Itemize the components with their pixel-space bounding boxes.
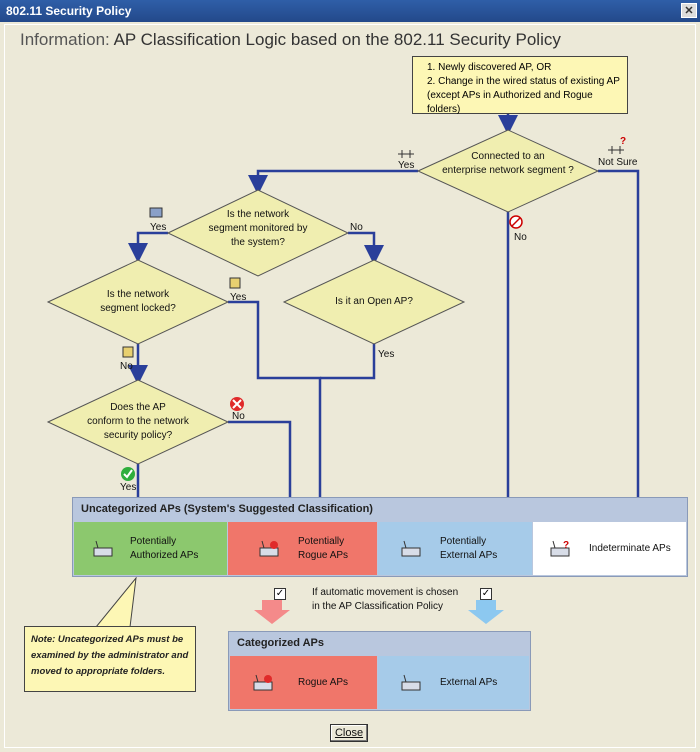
- unlock-icon: [122, 346, 134, 358]
- uncategorized-title: Uncategorized APs (System's Suggested Cl…: [81, 503, 373, 515]
- auto-move-rogue-checkbox: ✓: [274, 588, 286, 600]
- move-external-arrow: [468, 600, 504, 624]
- svg-text:?: ?: [620, 136, 626, 147]
- cell-indeterminate-line1: Indeterminate APs: [589, 543, 671, 554]
- decision-open-ap: Is it an Open AP?: [304, 295, 444, 309]
- note-line1: Note: Uncategorized APs must be: [31, 634, 184, 645]
- label-d5-yes: Yes: [120, 482, 137, 493]
- decision-d5-shape: [46, 379, 230, 465]
- cell-external: External APs: [378, 656, 529, 709]
- decision-monitored-line1: Is the network: [226, 209, 290, 220]
- auto-move-external-checkbox: ✓: [480, 588, 492, 600]
- cell-potentially-external: Potentially External APs: [378, 522, 532, 575]
- decision-monitored-line3: the system?: [231, 237, 285, 248]
- access-point-icon: [93, 540, 113, 557]
- start-line-3: (except APs in Authorized and Rogue fold…: [427, 90, 593, 115]
- decision-d4-shape: [282, 259, 466, 345]
- label-d1-yes: Yes: [398, 160, 415, 171]
- page-title: Information: AP Classification Logic bas…: [20, 30, 561, 50]
- decision-locked-line2: segment locked?: [100, 303, 176, 314]
- indeterminate-access-point-icon: ?: [550, 540, 570, 557]
- cell-potentially-authorized: Potentially Authorized APs: [74, 522, 227, 575]
- connector-d5-no: [228, 420, 300, 538]
- svg-text:?: ?: [563, 540, 569, 551]
- note-line2: examined by the administrator and: [31, 650, 189, 661]
- decision-conform-line1: Does the AP: [110, 402, 166, 413]
- automatic-line1: If automatic movement is chosen: [312, 587, 459, 598]
- decision-conform: Does the AP conform to the network secur…: [68, 401, 208, 443]
- connector-d2-no: [348, 231, 384, 265]
- monitor-icon: [149, 207, 163, 218]
- connector-d3-yes: [228, 300, 330, 538]
- note-line3: moved to appropriate folders.: [31, 666, 166, 677]
- connector-d1-notsure: [598, 169, 648, 538]
- external-access-point-icon: [401, 540, 421, 557]
- decision-connected-line1: Connected to an: [471, 151, 545, 162]
- decision-connected-line2: enterprise network segment ?: [442, 165, 574, 176]
- cell-indeterminate: ? Indeterminate APs: [533, 522, 686, 575]
- cell-rogue-line2: Rogue APs: [298, 550, 349, 561]
- decision-d3-shape: [46, 259, 230, 345]
- categorized-title: Categorized APs: [237, 637, 325, 649]
- connector-d2-yes: [128, 231, 168, 263]
- decision-connected: Connected to an enterprise network segme…: [428, 150, 588, 178]
- cell-external-aps: External APs: [440, 677, 498, 688]
- label-d5-no: No: [232, 411, 245, 422]
- cell-potentially-rogue: Potentially Rogue APs: [228, 522, 377, 575]
- start-line-1: 1. Newly discovered AP, OR: [427, 62, 552, 73]
- cell-external-line1: Potentially: [440, 536, 487, 547]
- close-button[interactable]: Close: [330, 724, 368, 742]
- decision-monitored: Is the network segment monitored by the …: [188, 208, 328, 250]
- label-d2-yes: Yes: [150, 222, 167, 233]
- decision-d1-shape: [416, 129, 600, 213]
- close-icon: ✕: [684, 5, 694, 17]
- label-d3-no: No: [120, 361, 133, 372]
- label-d2-no: No: [350, 222, 363, 233]
- move-rogue-arrow: [254, 600, 290, 624]
- decision-d2-shape: [166, 189, 350, 277]
- decision-locked-line1: Is the network: [106, 289, 170, 300]
- window-titlebar: 802.11 Security Policy ✕: [0, 0, 700, 22]
- cell-rogue-line1: Potentially: [298, 536, 345, 547]
- decision-monitored-line2: segment monitored by: [208, 223, 308, 234]
- page-title-text: AP Classification Logic based on the 802…: [113, 30, 561, 49]
- start-condition-box: 1. Newly discovered AP, OR 2. Change in …: [412, 56, 628, 115]
- connector-d1-yes: [248, 169, 418, 195]
- decision-conform-line3: security policy?: [103, 430, 173, 441]
- rogue-access-point-icon: [259, 540, 279, 557]
- cell-authorized-line2: Authorized APs: [130, 550, 199, 561]
- cell-authorized-line1: Potentially: [130, 536, 177, 547]
- label-d3-yes: Yes: [230, 292, 247, 303]
- network-plug-icon-2: [608, 146, 624, 154]
- decision-locked: Is the network segment locked?: [68, 288, 208, 316]
- admin-note: Note: Uncategorized APs must be examined…: [24, 626, 196, 692]
- label-d1-no: No: [514, 232, 527, 243]
- decision-open-ap-line1: Is it an Open AP?: [335, 296, 413, 307]
- network-plug-icon: [398, 150, 414, 158]
- cell-rogue-aps: Rogue APs: [298, 677, 349, 688]
- external-access-point-icon: [401, 674, 421, 691]
- decision-conform-line2: conform to the network: [87, 416, 189, 427]
- rogue-access-point-icon: [253, 674, 273, 691]
- label-d1-not-sure: Not Sure: [598, 157, 638, 168]
- automatic-line2: in the AP Classification Policy: [312, 601, 443, 612]
- lock-icon: [229, 277, 241, 289]
- window-title: 802.11 Security Policy: [6, 4, 132, 18]
- note-pointer: [94, 576, 137, 628]
- page-title-prefix: Information:: [20, 30, 110, 49]
- connector-d4-yes: [320, 344, 376, 380]
- start-line-2: 2. Change in the wired status of existin…: [427, 76, 620, 87]
- window-close-button[interactable]: ✕: [681, 3, 697, 18]
- cell-external-line2: External APs: [440, 550, 498, 561]
- cell-rogue: Rogue APs: [230, 656, 377, 709]
- label-d4-yes: Yes: [378, 349, 395, 360]
- automatic-movement-text: If automatic movement is chosen in the A…: [312, 586, 458, 614]
